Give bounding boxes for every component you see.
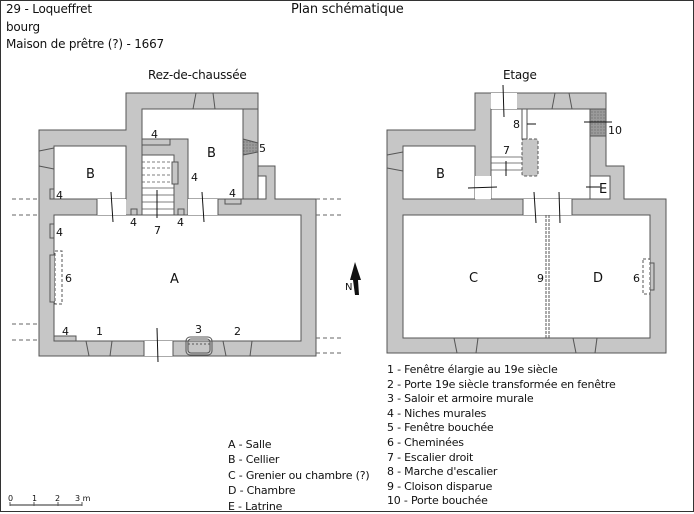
marker: 5 [259,142,266,155]
marker: 4 [229,187,236,200]
legend-item: 10 - Porte bouchée [387,494,488,508]
marker: 10 [608,124,622,137]
scale-tick: 0 [8,494,13,503]
legend-item: 7 - Escalier droit [387,450,474,464]
legend-item: 6 - Cheminées [387,435,464,449]
marker: 4 [177,216,184,229]
legend-item: 5 - Fenêtre bouchée [387,421,494,435]
marker: 6 [633,272,640,285]
legend-item: A - Salle [228,438,272,451]
marker: 3 [195,323,202,336]
feature-legend: 1 - Fenêtre élargie au 19e siècle 2 - Po… [387,363,616,509]
page-title: Plan schématique [291,2,404,17]
room-label: C [469,271,478,286]
upper-floor-plan [386,84,667,354]
room-b-left [53,145,127,200]
legend-item: 3 - Saloir et armoire murale [387,392,534,406]
ground-floor-plan [12,92,343,363]
room-cd [402,214,651,339]
scale-tick: 2 [55,494,60,503]
ground-floor-markers: 1 2 3 4 4 4 4 4 4 4 5 6 7 [56,128,266,338]
legend-item: 1 - Fenêtre élargie au 19e siècle [387,363,558,376]
room-label: B [86,167,95,182]
room-label: B [436,167,445,182]
marker: 6 [65,272,72,285]
marker: 4 [56,189,63,202]
upper-floor-labels: B C D E [436,167,607,286]
marker: 4 [151,128,158,141]
legend-item: 9 - Cloison disparue [387,479,493,493]
room-legend: A - Salle B - Cellier C - Grenier ou cha… [228,437,370,514]
marker: 4 [62,325,69,338]
north-label: N [345,282,352,293]
marker: 9 [537,272,544,285]
marker: 1 [96,325,103,338]
blocked-window [242,138,259,156]
scale-tick: 1 [32,494,37,503]
marker: 2 [234,325,241,338]
room-label: A [170,272,179,287]
legend-item: 8 - Marche d'escalier [387,465,498,479]
building-label: Maison de prêtre (?) - 1667 [6,37,164,51]
legend-item: 4 - Niches murales [387,406,487,420]
saloir [185,336,213,356]
legend-item: C - Grenier ou chambre (?) [228,468,370,482]
marker: 4 [130,216,137,229]
room-b-upper [402,145,476,200]
scale-tick: 3 m [75,494,91,503]
north-arrow: N [345,262,361,295]
legend-item: B - Cellier [228,453,280,467]
upper-floor-title: Etage [503,68,537,82]
legend-item: D - Chambre [228,484,296,498]
ground-floor-title: Rez-de-chaussée [148,68,247,82]
upper-floor-markers: 6 7 8 9 10 [503,118,640,285]
place-label: bourg [6,20,40,34]
marker: 8 [513,118,520,131]
room-label: E [599,182,607,197]
legend-item: E - Latrine [228,499,283,513]
marker: 4 [191,171,198,184]
marker: 7 [154,224,161,237]
stair [141,154,175,225]
room-label: B [207,146,216,161]
location-label: 29 - Loqueffret [6,2,92,16]
room-label: D [593,271,603,286]
marker: 7 [503,144,510,157]
marker: 4 [56,226,63,239]
legend-item: 2 - Porte 19e siècle transformée en fenê… [387,377,616,391]
north-arrow-icon [350,262,361,295]
ground-floor-labels: A B B [86,146,216,287]
scale-bar: 0 1 2 3 m [8,494,91,506]
room-a [53,214,302,342]
